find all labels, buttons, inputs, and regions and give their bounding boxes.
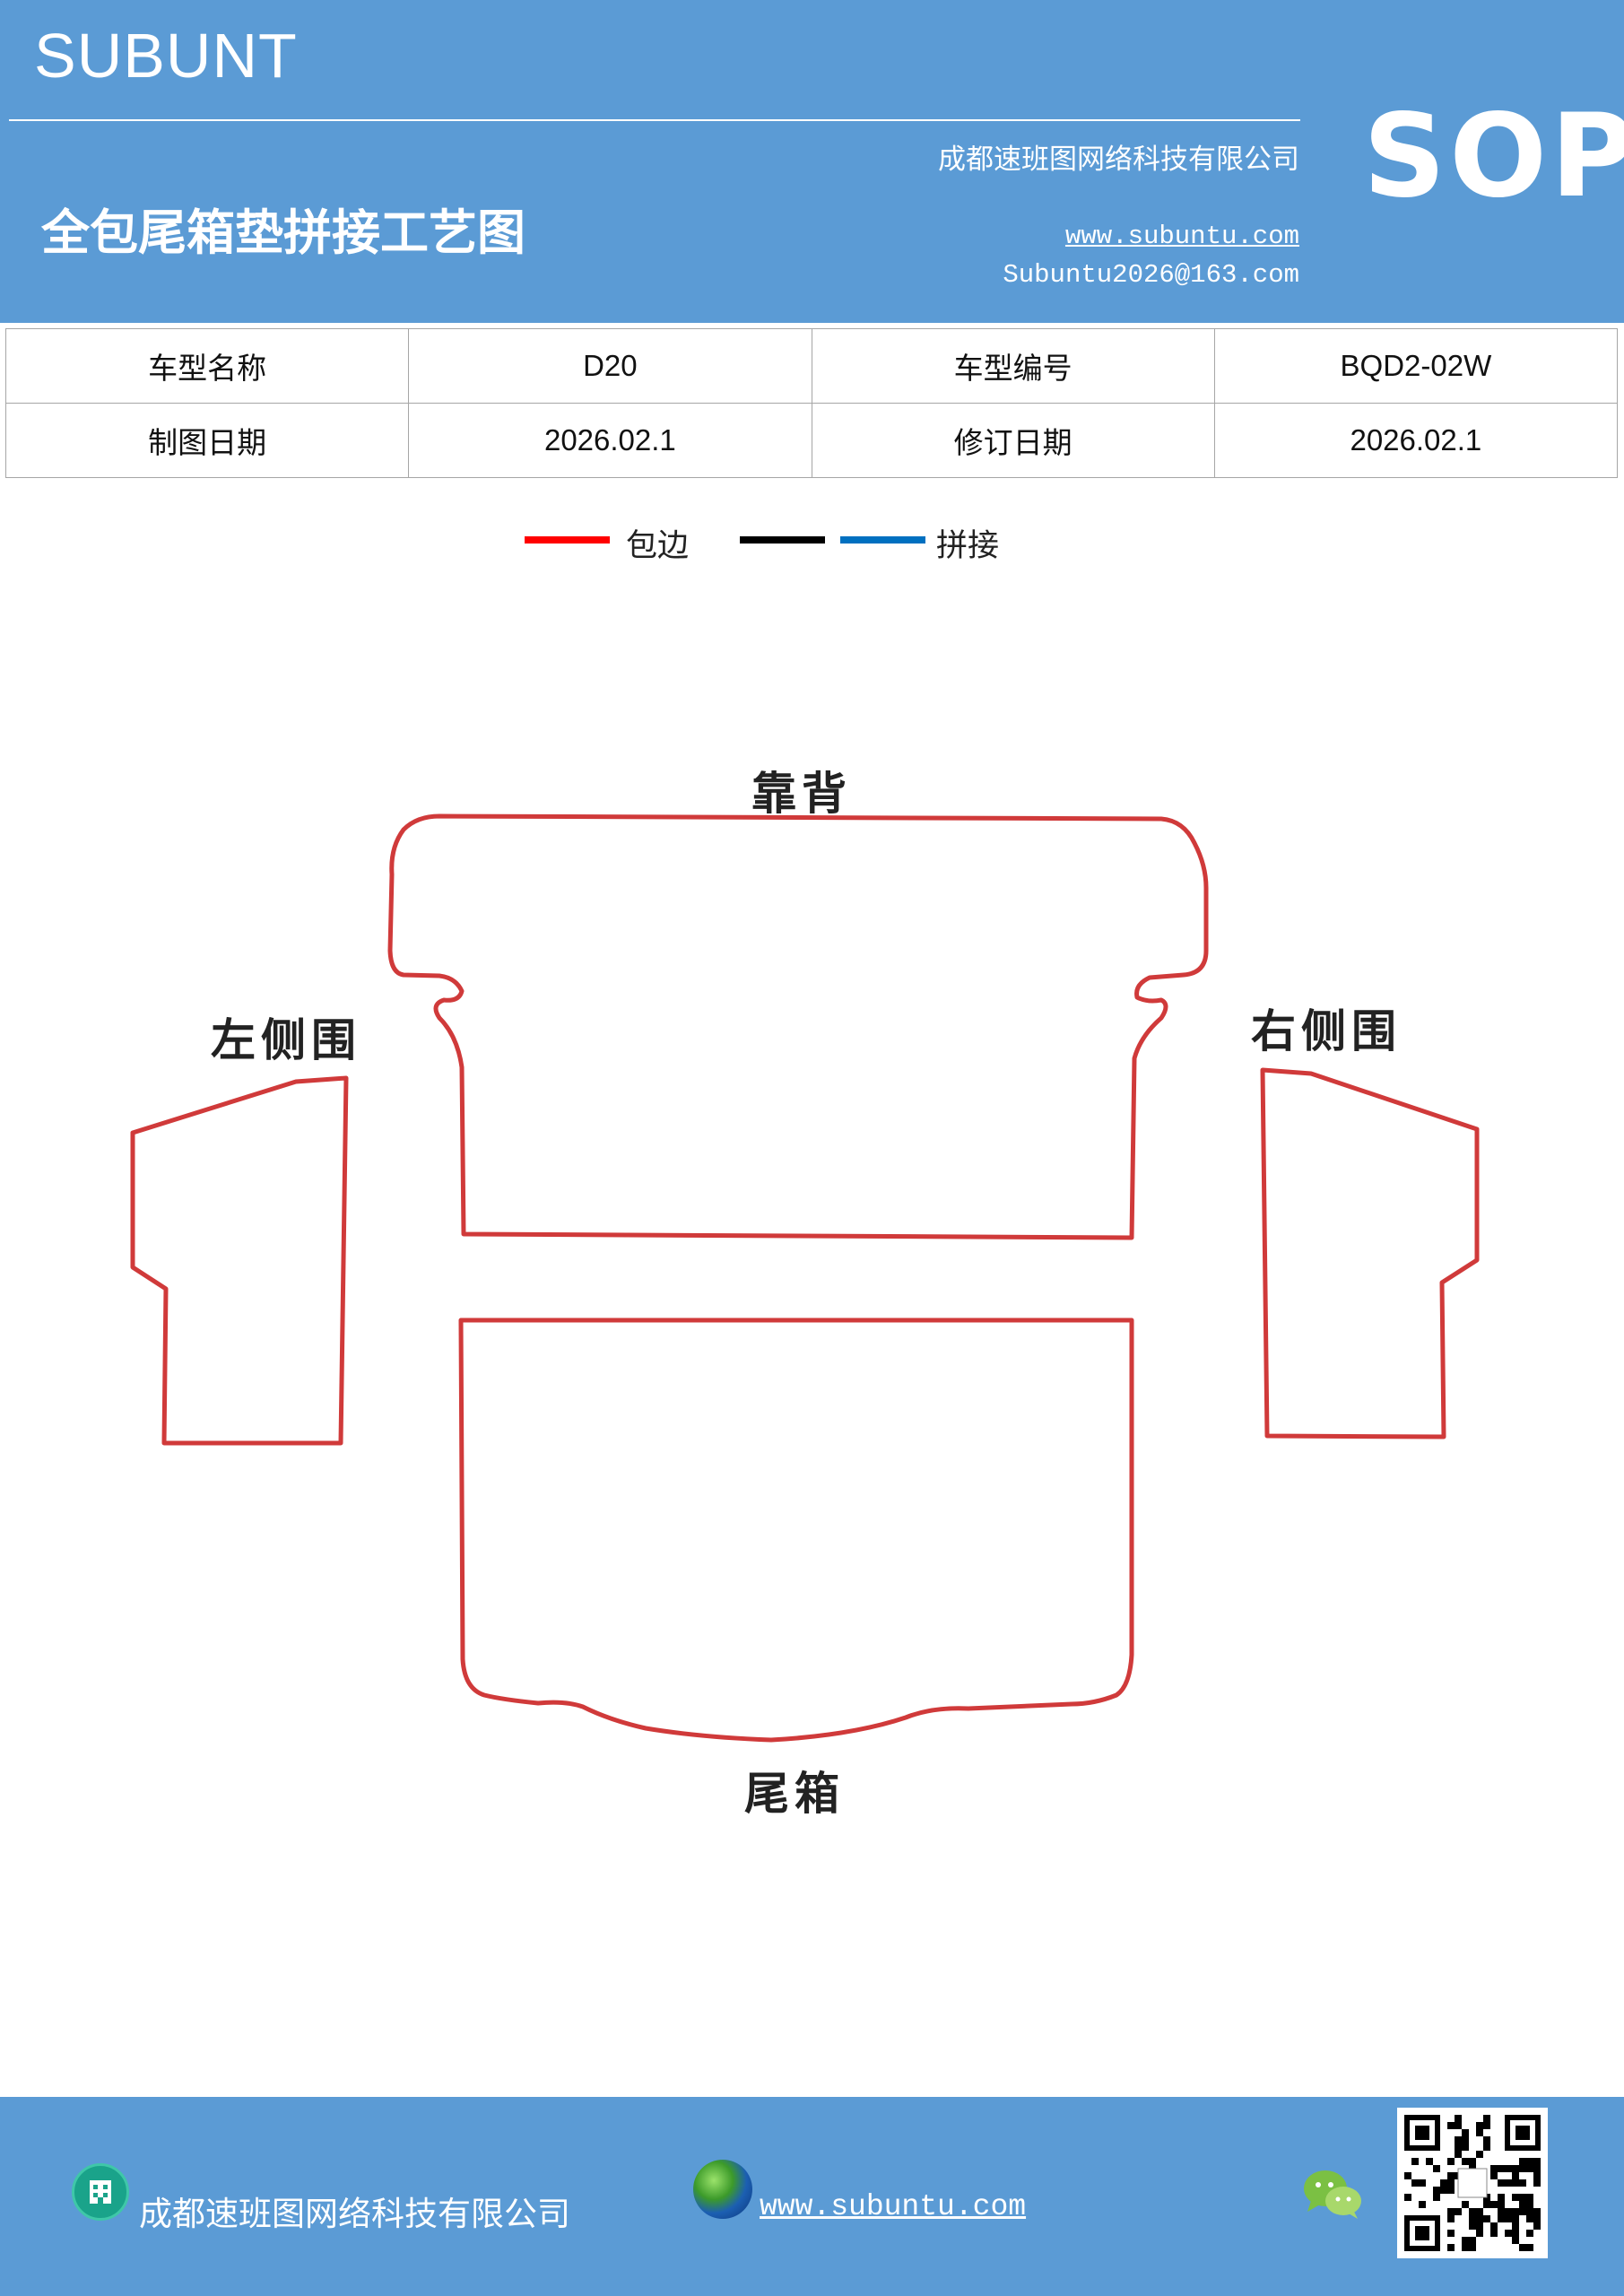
right-side-outline: [1260, 1067, 1480, 1439]
header-banner: SUBUNT 成都速班图网络科技有限公司 全包尾箱垫拼接工艺图 www.subu…: [0, 0, 1624, 323]
footer-banner: 成都速班图网络科技有限公司 www.subuntu.com: [0, 2097, 1624, 2296]
table-cell: 制图日期: [4, 403, 410, 478]
table-cell: 车型编号: [811, 328, 1215, 404]
legend-swatch-black: [740, 536, 825, 544]
legend-label-edge: 包边: [626, 528, 690, 564]
left-side-label: 左侧围: [211, 1014, 361, 1066]
table-cell: 修订日期: [811, 403, 1215, 478]
backrest-label: 靠背: [751, 768, 852, 820]
qr-code: [1397, 2108, 1548, 2258]
table-cell: 车型名称: [4, 328, 410, 404]
sop-badge: SOP: [1363, 90, 1624, 223]
table-row: 制图日期 2026.02.1 修订日期 2026.02.1: [4, 403, 1619, 478]
header-website-link[interactable]: www.subuntu.com: [1064, 222, 1299, 251]
table-row: 车型名称 D20 车型编号 BQD2-02W: [4, 328, 1619, 404]
table-cell: 2026.02.1: [408, 403, 812, 478]
table-cell: D20: [408, 328, 812, 404]
footer-website-link[interactable]: www.subuntu.com: [760, 2190, 1027, 2223]
legend: 包边 拼接: [0, 520, 1624, 574]
trunk-label: 尾箱: [744, 1768, 845, 1820]
wechat-icon[interactable]: [1302, 2167, 1363, 2221]
trunk-outline: [458, 1318, 1134, 1743]
globe-icon: [693, 2160, 752, 2219]
table-cell: BQD2-02W: [1213, 328, 1619, 404]
page-title: 全包尾箱垫拼接工艺图: [41, 204, 525, 261]
legend-swatch-splice: [840, 536, 925, 544]
brand-name: SUBUNT: [34, 21, 298, 91]
header-email: Subuntu2026@163.com: [1003, 260, 1299, 290]
legend-swatch-edge: [525, 536, 610, 544]
building-icon: [72, 2163, 129, 2221]
header-divider: [9, 119, 1300, 121]
legend-label-splice: 拼接: [936, 528, 1000, 564]
info-table: 车型名称 D20 车型编号 BQD2-02W 制图日期 2026.02.1 修订…: [4, 328, 1619, 478]
footer-company: 成都速班图网络科技有限公司: [139, 2195, 570, 2233]
left-side-outline: [130, 1075, 349, 1446]
table-cell: 2026.02.1: [1213, 403, 1619, 478]
backrest-outline: [387, 813, 1209, 1240]
right-side-label: 右侧围: [1251, 1005, 1402, 1057]
header-company: 成都速班图网络科技有限公司: [938, 144, 1299, 176]
